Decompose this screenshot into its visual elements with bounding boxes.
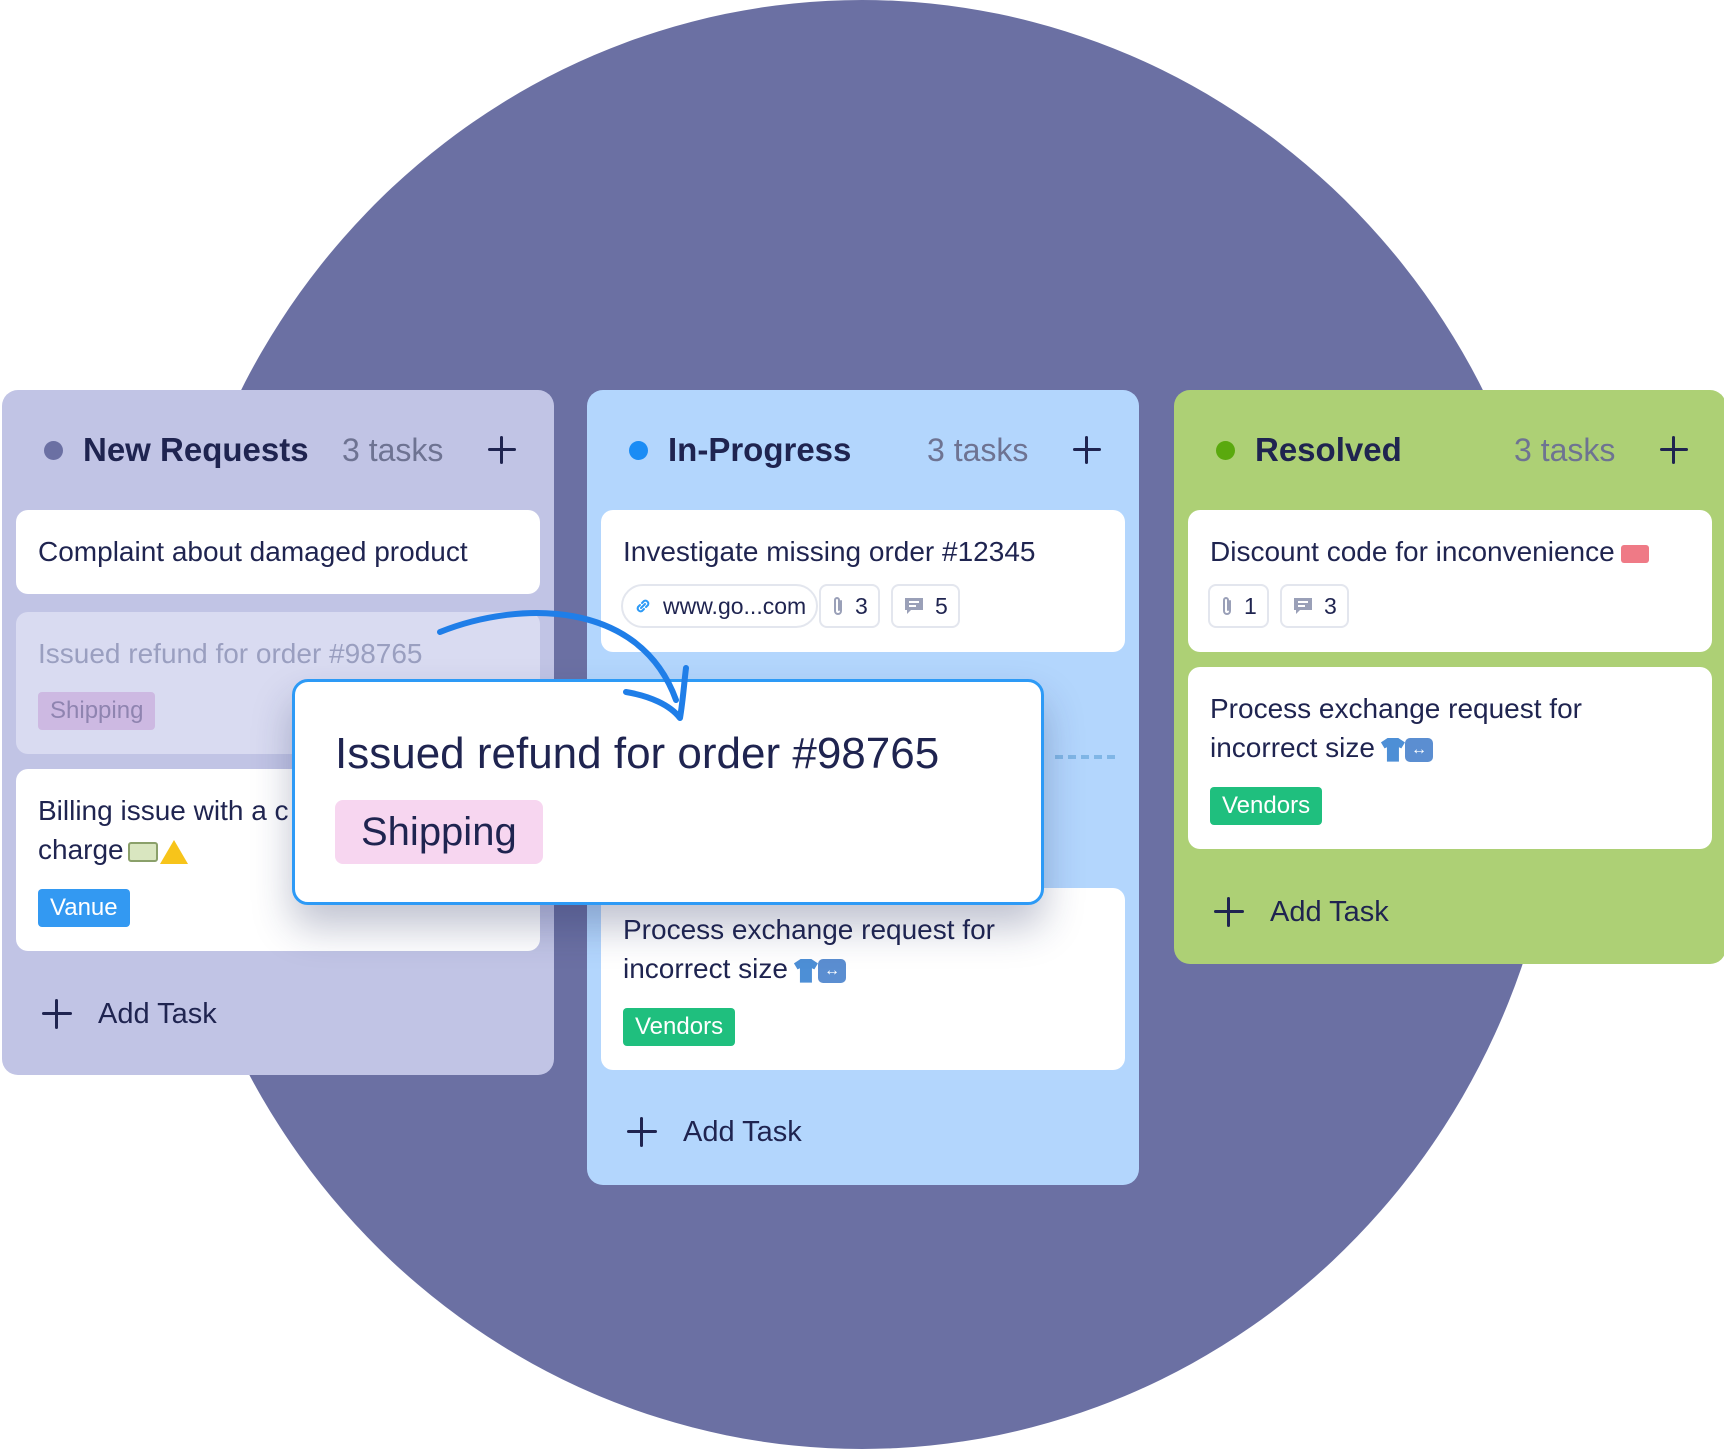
- column-title: New Requests: [83, 431, 309, 468]
- tag-vendors: Vendors: [623, 1008, 736, 1046]
- task-count: 3 tasks: [1514, 432, 1616, 468]
- link-text: www.go...com: [663, 592, 807, 619]
- attachments-chip[interactable]: 1: [1208, 584, 1269, 628]
- add-task-label: Add Task: [1270, 895, 1389, 928]
- card-title-text: Discount code for inconvenience: [1210, 536, 1615, 567]
- attachments-count: 1: [1244, 592, 1257, 619]
- column-header: Resolved 3 tasks: [1174, 430, 1724, 470]
- plus-icon: [1214, 897, 1244, 927]
- task-card[interactable]: Complaint about damaged product: [16, 510, 540, 594]
- comments-count: 3: [1324, 592, 1337, 619]
- column-header: New Requests 3 tasks: [2, 430, 554, 470]
- card-title: Discount code for inconvenience: [1210, 532, 1649, 571]
- status-dot: [629, 441, 648, 460]
- shirt-emoji: [793, 958, 818, 983]
- paperclip-icon: [1223, 597, 1231, 615]
- task-card[interactable]: Process exchange request for incorrect s…: [601, 888, 1125, 1070]
- card-title-line2: charge: [38, 830, 188, 869]
- task-count: 3 tasks: [927, 432, 1029, 468]
- column-resolved: Resolved 3 tasks Discount code for incon…: [1174, 390, 1724, 964]
- task-count: 3 tasks: [342, 432, 444, 468]
- card-title: Issued refund for order #98765: [38, 638, 423, 669]
- add-task-plus-icon[interactable]: [486, 434, 518, 466]
- card-title: Issued refund for order #98765: [335, 729, 940, 778]
- status-dot: [44, 441, 63, 460]
- plus-icon: [42, 999, 72, 1029]
- add-task-plus-icon[interactable]: [1071, 434, 1103, 466]
- tag-vendors: Vendors: [1210, 787, 1323, 825]
- card-title-text: incorrect size: [623, 953, 788, 984]
- comments-chip[interactable]: 5: [891, 584, 960, 628]
- status-dot: [1216, 441, 1235, 460]
- card-title-text: charge: [38, 834, 124, 865]
- swap-arrows-emoji: ↔: [817, 958, 846, 983]
- column-title: In-Progress: [668, 431, 852, 468]
- add-task-plus-icon[interactable]: [1658, 434, 1690, 466]
- dragging-card[interactable]: Issued refund for order #98765 Shipping: [292, 679, 1044, 905]
- card-title-text: incorrect size: [1210, 732, 1375, 763]
- card-title-line1: Process exchange request for: [623, 914, 995, 945]
- card-title-line2: incorrect size ↔: [623, 949, 846, 988]
- tag-vanue: Vanue: [38, 889, 130, 927]
- add-task-button[interactable]: Add Task: [42, 994, 217, 1034]
- link-chip[interactable]: www.go...com: [621, 584, 819, 628]
- paperclip-icon: [834, 597, 842, 615]
- swap-arrows-emoji: ↔: [1404, 737, 1433, 762]
- card-title-line1: Process exchange request for: [1210, 693, 1582, 724]
- credit-card-emoji: [127, 841, 158, 862]
- tag-shipping: Shipping: [335, 800, 543, 864]
- comment-icon: [1294, 598, 1312, 614]
- column-title: Resolved: [1255, 431, 1402, 468]
- link-icon: [636, 599, 650, 613]
- card-title-line1: Billing issue with a c: [38, 795, 289, 826]
- card-title: Investigate missing order #12345: [623, 536, 1036, 567]
- comments-count: 5: [935, 592, 948, 619]
- attachments-chip[interactable]: 3: [819, 584, 880, 628]
- comment-icon: [905, 598, 923, 614]
- tag-shipping: Shipping: [38, 692, 156, 730]
- card-title-line2: incorrect size ↔: [1210, 728, 1433, 767]
- add-task-label: Add Task: [98, 997, 217, 1030]
- warning-emoji: [159, 839, 188, 864]
- column-header: In-Progress 3 tasks: [587, 430, 1139, 470]
- add-task-button[interactable]: Add Task: [627, 1112, 802, 1152]
- shirt-emoji: [1380, 737, 1405, 762]
- add-task-button[interactable]: Add Task: [1214, 892, 1389, 932]
- ticket-emoji: [1620, 544, 1649, 563]
- attachments-count: 3: [855, 592, 868, 619]
- task-card[interactable]: Process exchange request for incorrect s…: [1188, 667, 1712, 849]
- task-card[interactable]: Discount code for inconvenience 1 3: [1188, 510, 1712, 652]
- add-task-label: Add Task: [683, 1115, 802, 1148]
- comments-chip[interactable]: 3: [1280, 584, 1349, 628]
- plus-icon: [627, 1117, 657, 1147]
- task-card[interactable]: Investigate missing order #12345 www.go.…: [601, 510, 1125, 652]
- card-title: Complaint about damaged product: [38, 536, 468, 567]
- drop-indicator: [1055, 755, 1115, 759]
